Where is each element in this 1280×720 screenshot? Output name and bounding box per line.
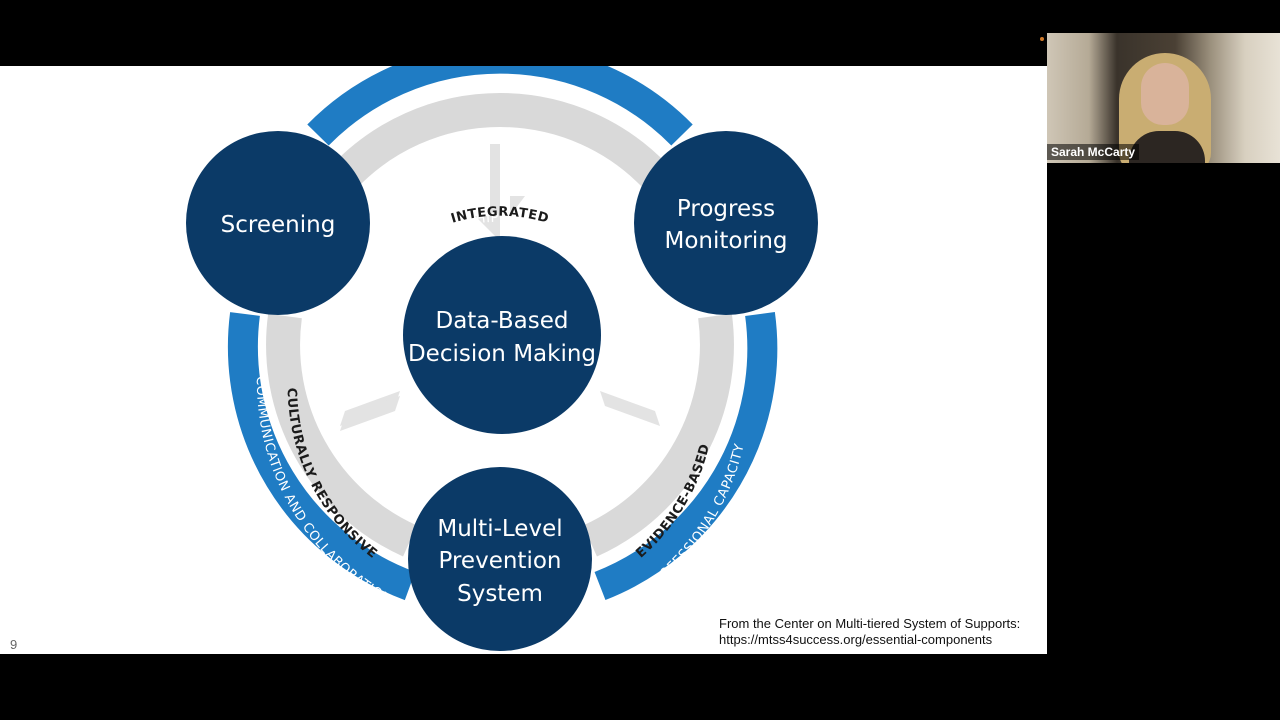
arrow-left-return-icon bbox=[340, 396, 400, 431]
multi-level-prevention-node: Multi-Level Prevention System bbox=[408, 467, 592, 651]
progress-monitoring-node: Progress Monitoring bbox=[634, 131, 818, 315]
outer-arc-right bbox=[594, 311, 778, 600]
inner-arc-left bbox=[266, 313, 418, 557]
outer-ring bbox=[227, 66, 778, 601]
progress-monitoring-label-2: Monitoring bbox=[665, 228, 788, 254]
participant-body bbox=[1129, 131, 1205, 163]
credit-line-1: From the Center on Multi-tiered System o… bbox=[719, 616, 1021, 631]
arrow-right-icon bbox=[600, 391, 660, 426]
arrows bbox=[340, 144, 660, 431]
data-based-decision-node: Data-Based Decision Making bbox=[403, 236, 601, 434]
participant-video-tile[interactable]: Sarah McCarty bbox=[1047, 33, 1280, 163]
multi-level-label-2: Prevention bbox=[439, 548, 562, 574]
outer-arc-left bbox=[227, 312, 416, 601]
arrow-top-down-icon bbox=[475, 144, 500, 241]
participant-name-tag: Sarah McCarty bbox=[1047, 144, 1140, 160]
multi-level-label-3: System bbox=[457, 581, 543, 607]
screening-node: Screening bbox=[186, 131, 370, 315]
multi-level-label-1: Multi-Level bbox=[437, 516, 562, 542]
presentation-slide: LEADERSHIP AND POLICY INTEGRATED COMMUNI… bbox=[0, 66, 1047, 654]
inner-arc-right bbox=[582, 313, 734, 557]
center-label-1: Data-Based bbox=[435, 308, 568, 334]
inner-label-top: INTEGRATED bbox=[449, 205, 550, 227]
inner-ring bbox=[266, 93, 734, 557]
slide-page-number: 9 bbox=[10, 637, 18, 652]
source-credit: From the Center on Multi-tiered System o… bbox=[719, 616, 1020, 648]
outer-arc-top bbox=[307, 66, 693, 146]
mtss-diagram: LEADERSHIP AND POLICY INTEGRATED COMMUNI… bbox=[186, 66, 818, 651]
inner-arc-top bbox=[332, 93, 668, 188]
screening-label: Screening bbox=[221, 212, 336, 238]
center-label-2: Decision Making bbox=[408, 341, 596, 367]
participant-face bbox=[1141, 63, 1189, 125]
recording-indicator-icon bbox=[1040, 37, 1044, 41]
arrow-top-up-icon bbox=[510, 144, 525, 216]
progress-monitoring-label-1: Progress bbox=[677, 196, 775, 222]
credit-link[interactable]: https://mtss4success.org/essential-compo… bbox=[719, 632, 993, 647]
